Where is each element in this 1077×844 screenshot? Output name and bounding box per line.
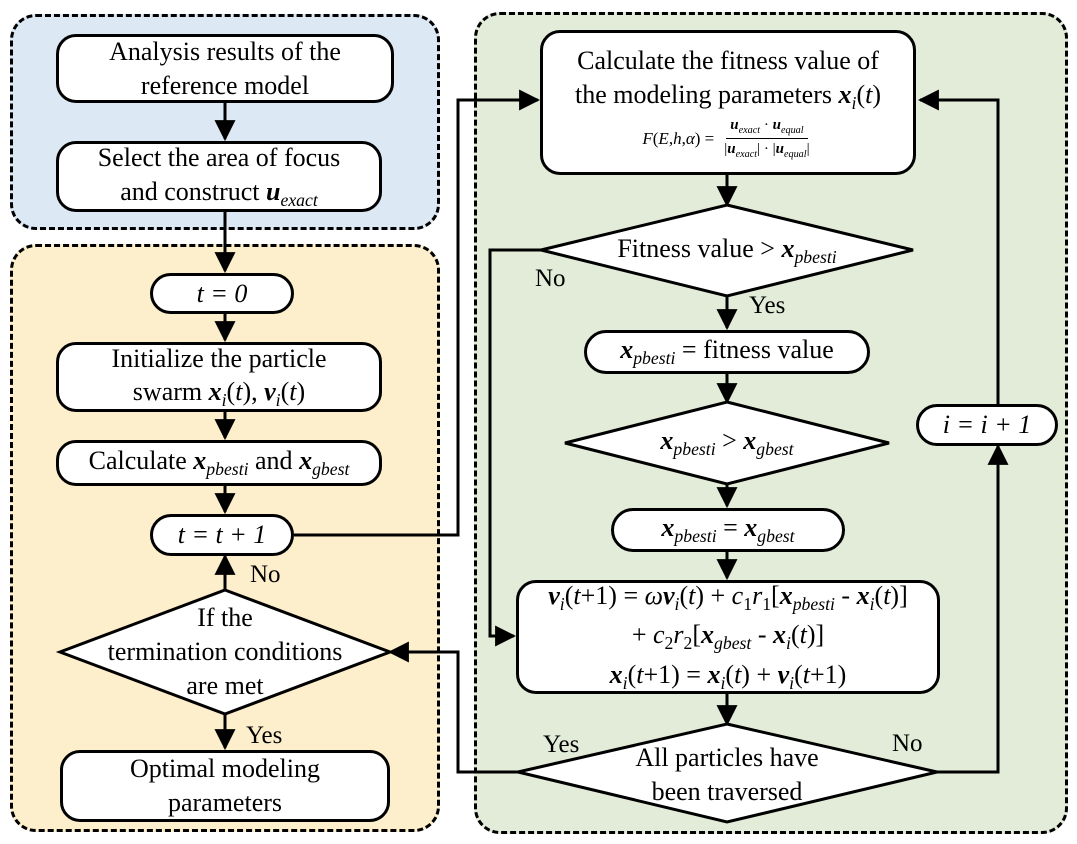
velocity-position-update-box: vi(t+1) = ωvi(t) + c1r1[xpbesti - xi(t)]… bbox=[516, 580, 940, 694]
calculate-pbest-gbest-box: Calculate xpbesti and xgbest bbox=[56, 440, 382, 486]
pbest-gbest-diamond bbox=[564, 400, 890, 486]
pbest-equals-gbest-box: xpbesti = xgbest bbox=[611, 508, 845, 552]
fitness-compare-diamond bbox=[540, 203, 914, 298]
termination-no-label: No bbox=[250, 561, 281, 588]
t-zero-box: t = 0 bbox=[150, 273, 294, 314]
fitness-calculation-box: Calculate the fitness value of the model… bbox=[540, 30, 916, 175]
arrow-traversed-yes bbox=[387, 641, 518, 774]
fitness-no-label: No bbox=[535, 265, 566, 292]
pbest-assign-box: xpbesti = fitness value bbox=[584, 330, 870, 374]
traversed-yes-label: Yes bbox=[543, 731, 580, 758]
arrow-increment-to-fitness bbox=[294, 89, 541, 537]
arrow-traversed-no bbox=[937, 443, 1009, 774]
all-traversed-diamond bbox=[517, 722, 938, 824]
i-increment-box: i = i + 1 bbox=[916, 404, 1058, 446]
traversed-no-label: No bbox=[892, 730, 923, 757]
t-increment-box: t = t + 1 bbox=[150, 514, 294, 556]
arrow-increment-i-to-fitness bbox=[917, 89, 1000, 404]
arrow-compare-no bbox=[488, 248, 541, 647]
fitness-yes-label: Yes bbox=[749, 292, 786, 319]
termination-yes-label: Yes bbox=[246, 722, 283, 749]
fitness-formula: F(E,h,α) = uexact · uequal |uexact| · |u… bbox=[642, 117, 810, 161]
pbest-gbest-compare-text: xpbesti > xgbest bbox=[660, 426, 794, 460]
fitness-compare-text: Fitness value > xpbesti bbox=[617, 234, 837, 268]
termination-diamond bbox=[55, 588, 395, 716]
